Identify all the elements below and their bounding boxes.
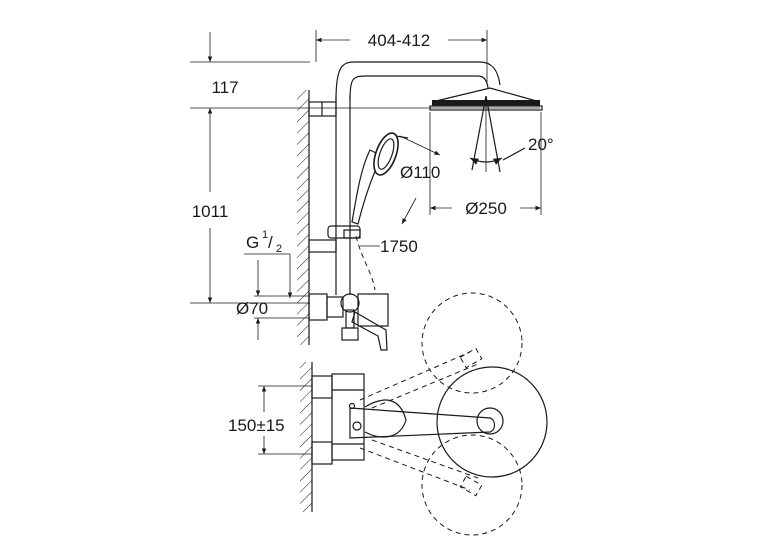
wall-lower [300, 362, 313, 512]
label-head-shower: Ø250 [465, 199, 507, 218]
dimension-center-distance: 150±15 [228, 385, 312, 455]
slider-and-hose [327, 225, 376, 291]
dimension-hose: 1750 [360, 237, 418, 256]
dimension-angle: 20° [528, 135, 554, 154]
label-thread: G [246, 233, 259, 252]
lever-range-dashed [359, 292, 548, 536]
label-hand-shower: Ø110 [400, 163, 440, 182]
dimension-thread: G 1 / 2 [244, 229, 293, 298]
label-thread-den: 2 [276, 243, 282, 255]
label-center-distance: 150±15 [228, 416, 285, 435]
label-thread-num: 1 [262, 229, 268, 241]
label-top-offset: 117 [211, 78, 238, 97]
label-angle: 20° [528, 135, 554, 154]
mixer-upper-view [308, 293, 389, 351]
dimension-width: 404-412 [315, 30, 488, 82]
label-width: 404-412 [368, 31, 430, 50]
mixer-lower-view [311, 373, 496, 465]
label-thread-slash: / [268, 233, 273, 252]
wall-upper [297, 90, 310, 345]
label-hose: 1750 [380, 237, 418, 256]
dimension-top-offset: 117 [190, 32, 432, 140]
spray-angle-lines [469, 95, 526, 173]
label-height: 1011 [192, 202, 229, 221]
dimension-head-shower: Ø250 [429, 112, 542, 218]
hand-shower [351, 132, 409, 225]
dimension-flange: Ø70 [236, 260, 310, 340]
label-flange: Ø70 [236, 299, 268, 318]
shower-riser-pipe [308, 61, 501, 295]
dimension-height: 1011 [190, 140, 310, 304]
dimension-hand-shower: Ø110 [399, 135, 440, 225]
